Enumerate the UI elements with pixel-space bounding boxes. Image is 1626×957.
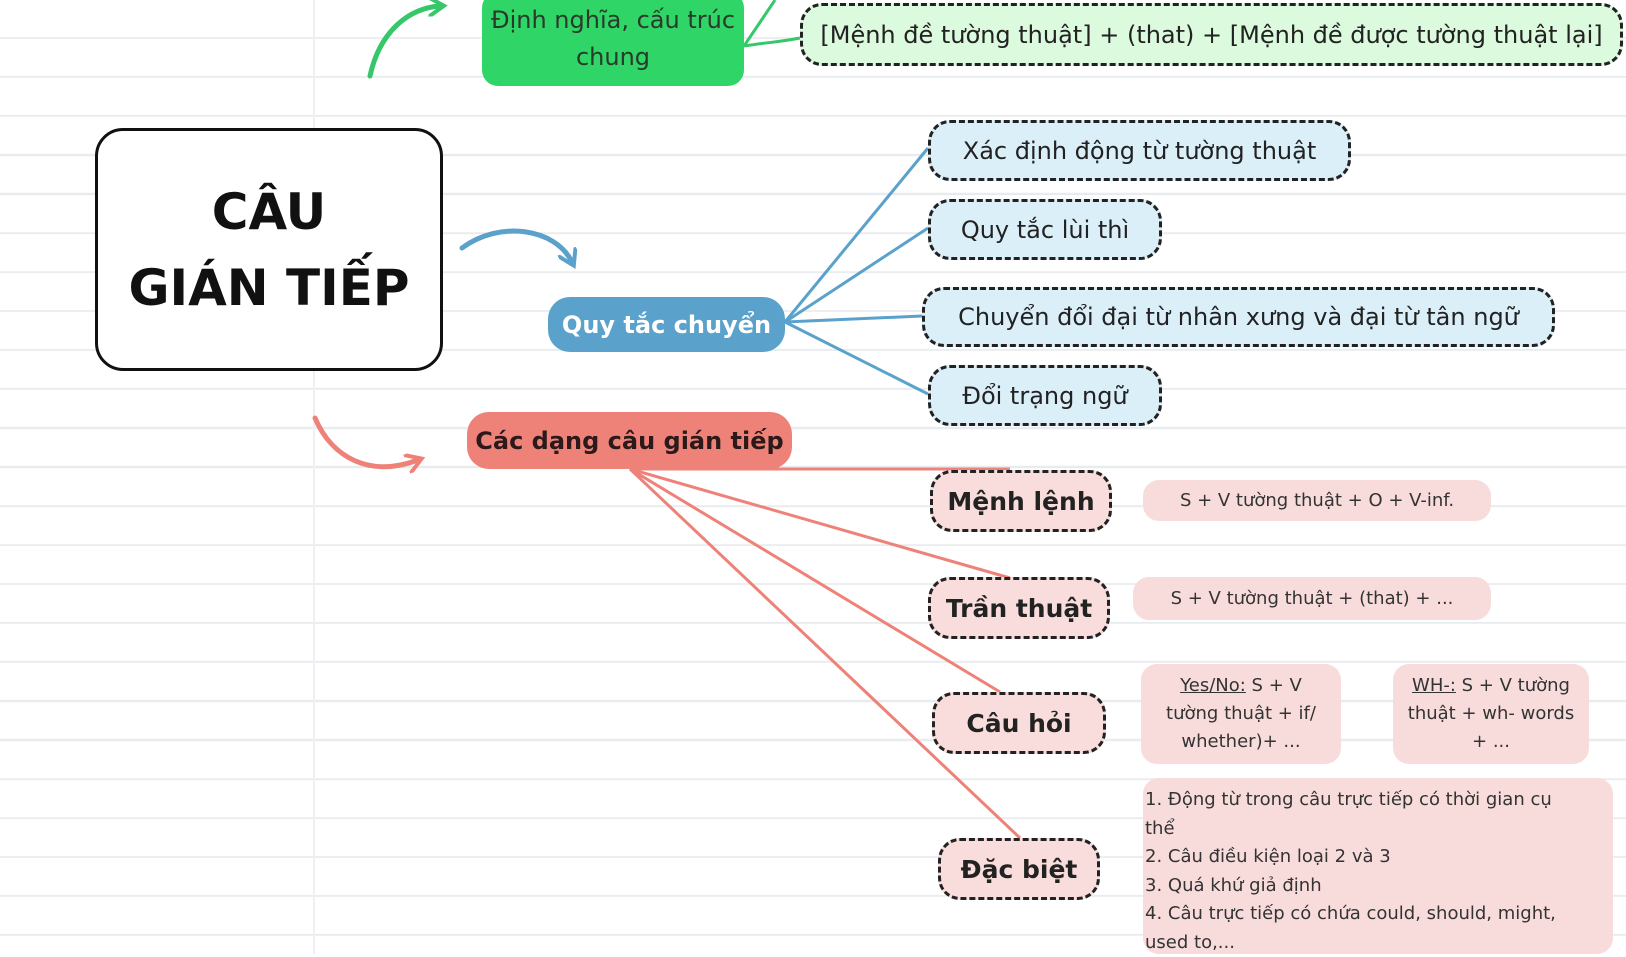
form-imperative-label: Mệnh lệnh [947,487,1094,516]
arrow-to-rules [462,231,572,262]
yesno-line3: whether)+ ... [1181,728,1300,756]
special-line: 3. Quá khứ giả định [1145,872,1603,901]
rules-connector-1 [785,148,928,322]
rule-item-label: Chuyển đổi đại từ nhân xưng và đại từ tâ… [958,303,1519,331]
special-line: thể [1145,815,1603,844]
form-question-label: Câu hỏi [966,709,1071,738]
form-statement-node[interactable]: Trần thuật [928,577,1110,639]
rule-item-pronouns[interactable]: Chuyển đổi đại từ nhân xưng và đại từ tâ… [922,287,1555,347]
conversion-rules-label: Quy tắc chuyển [562,311,771,339]
form-question-node[interactable]: Câu hỏi [932,692,1106,754]
form-special-notes[interactable]: 1. Động từ trong câu trực tiếp có thời g… [1143,778,1613,954]
form-question-wh[interactable]: WH-: S + V tường thuật + wh- words + ... [1393,664,1589,764]
special-line: 4. Câu trực tiếp có chứa could, should, … [1145,900,1603,929]
definition-connector [744,38,800,46]
form-imperative-formula[interactable]: S + V tường thuật + O + V-inf. [1143,480,1491,521]
definition-structure-node[interactable]: [Mệnh đề tường thuật] + (that) + [Mệnh đ… [800,3,1623,66]
rule-item-adverbials[interactable]: Đổi trạng ngữ [928,365,1162,426]
special-line: used to,... [1145,929,1603,957]
root-title-line2: GIÁN TIẾP [128,250,409,326]
formula-text: S + V tường thuật + O + V-inf. [1180,490,1454,511]
conversion-rules-node[interactable]: Quy tắc chuyển [548,297,785,352]
definition-label-line1: Định nghĩa, cấu trúc [491,2,735,39]
rule-item-label: Đổi trạng ngữ [962,382,1127,410]
yesno-line2: tường thuật + if/ [1166,700,1316,728]
formula-text: S + V tường thuật + (that) + ... [1171,588,1454,609]
rules-connector-4 [785,322,928,394]
rules-connector-2 [785,228,928,322]
yesno-prefix: Yes/No: [1180,675,1246,696]
forms-label: Các dạng câu gián tiếp [475,427,783,455]
definition-connector-up [744,0,775,46]
form-special-label: Đặc biệt [961,855,1078,884]
rule-item-label: Xác định động từ tường thuật [963,137,1317,165]
wh-prefix: WH-: [1412,675,1456,696]
arrow-to-definition [370,6,440,76]
form-question-yesno[interactable]: Yes/No: S + V tường thuật + if/ whether)… [1141,664,1341,764]
rule-item-label: Quy tắc lùi thì [961,216,1129,244]
rule-item-backshift[interactable]: Quy tắc lùi thì [928,199,1162,260]
wh-line3: + ... [1472,728,1510,756]
special-line: 1. Động từ trong câu trực tiếp có thời g… [1145,786,1603,815]
definition-node[interactable]: Định nghĩa, cấu trúc chung [482,0,744,86]
form-special-node[interactable]: Đặc biệt [938,838,1100,900]
form-statement-formula[interactable]: S + V tường thuật + (that) + ... [1133,577,1491,620]
wh-line2: thuật + wh- words [1408,700,1574,728]
root-title-line1: CÂU [212,174,326,250]
yesno-line1: S + V [1246,675,1302,696]
rule-item-reporting-verb[interactable]: Xác định động từ tường thuật [928,120,1351,181]
root-node[interactable]: CÂU GIÁN TIẾP [95,128,443,371]
form-imperative-node[interactable]: Mệnh lệnh [930,470,1112,532]
definition-structure-text: [Mệnh đề tường thuật] + (that) + [Mệnh đ… [820,21,1602,49]
wh-line1: S + V tường [1456,675,1570,696]
rules-connector-3 [785,316,922,322]
arrow-to-forms [315,418,418,467]
forms-node[interactable]: Các dạng câu gián tiếp [467,412,792,469]
form-statement-label: Trần thuật [946,594,1092,623]
special-line: 2. Câu điều kiện loại 2 và 3 [1145,843,1603,872]
definition-label-line2: chung [576,39,650,76]
